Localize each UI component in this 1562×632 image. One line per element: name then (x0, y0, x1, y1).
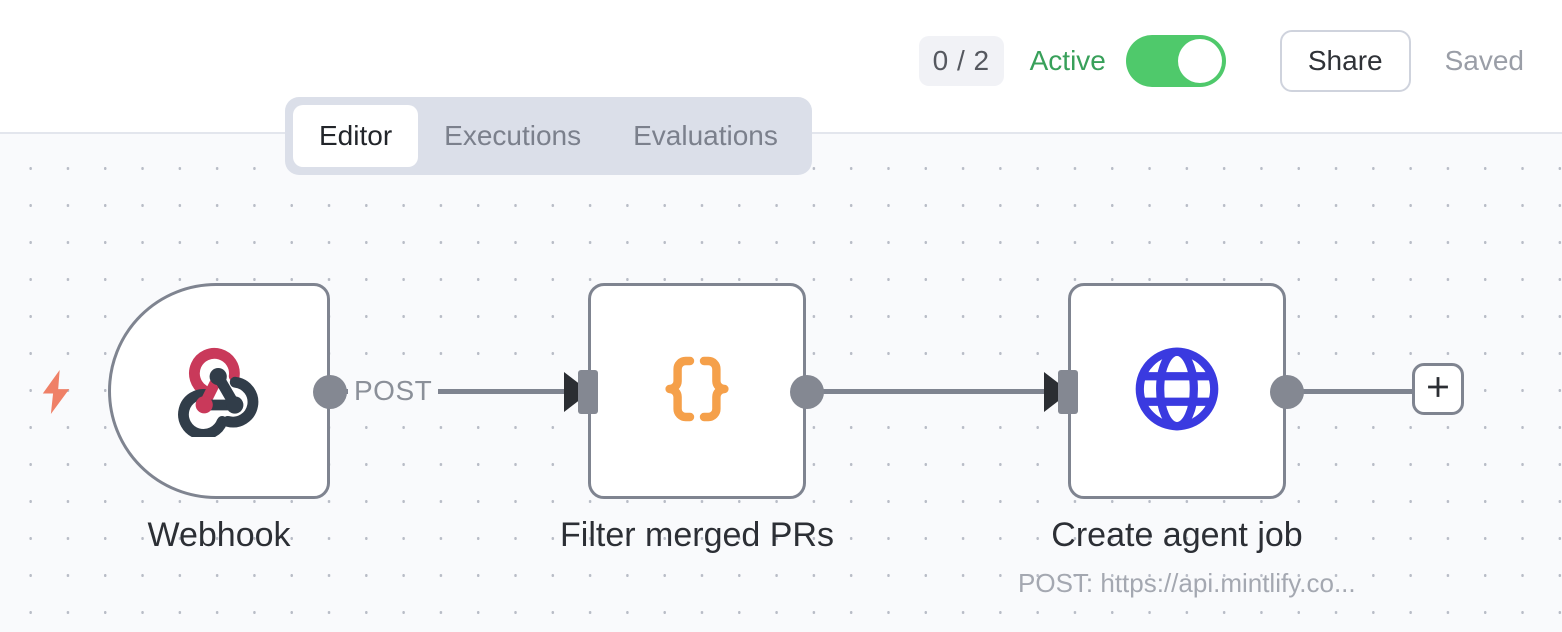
lightning-bolt-icon (38, 370, 74, 414)
saved-status-label: Saved (1444, 45, 1524, 76)
node-label-filter: Filter merged PRs (560, 516, 834, 554)
output-handle-webhook[interactable] (313, 375, 347, 409)
curly-braces-icon (649, 341, 745, 442)
node-webhook[interactable] (108, 283, 330, 499)
workflow-canvas[interactable]: POST (0, 134, 1562, 632)
share-button[interactable]: Share (1279, 30, 1411, 92)
add-node-button[interactable] (1412, 363, 1464, 415)
edge-label-post: POST (348, 372, 439, 410)
run-count-badge: 0 / 2 (918, 36, 1004, 86)
edge-webhook-to-filter (330, 389, 574, 394)
globe-icon (1130, 342, 1224, 441)
webhook-icon (171, 341, 267, 442)
output-handle-filter[interactable] (790, 375, 824, 409)
edge-filter-to-http (806, 389, 1056, 394)
node-label-webhook: Webhook (147, 516, 291, 554)
active-toggle[interactable] (1125, 35, 1226, 87)
node-sublabel-http: POST: https://api.mintlify.co... (1018, 568, 1356, 598)
tab-evaluations[interactable]: Evaluations (633, 120, 778, 151)
toggle-knob (1177, 39, 1222, 83)
tab-editor[interactable]: Editor (293, 105, 419, 167)
header-actions: 0 / 2 Active Share Saved (918, 28, 1524, 94)
plus-icon (1424, 373, 1452, 406)
node-filter-merged-prs[interactable] (588, 283, 806, 499)
input-handle-filter[interactable] (578, 370, 598, 414)
tab-executions[interactable]: Executions (444, 120, 582, 151)
node-label-http: Create agent job (1051, 516, 1303, 554)
view-tabs: Editor Executions Evaluations (285, 97, 812, 175)
output-handle-http[interactable] (1270, 375, 1304, 409)
active-status-label: Active (1029, 45, 1106, 76)
edge-http-to-add (1286, 389, 1412, 394)
input-handle-http[interactable] (1058, 370, 1078, 414)
node-create-agent-job[interactable] (1068, 283, 1286, 499)
